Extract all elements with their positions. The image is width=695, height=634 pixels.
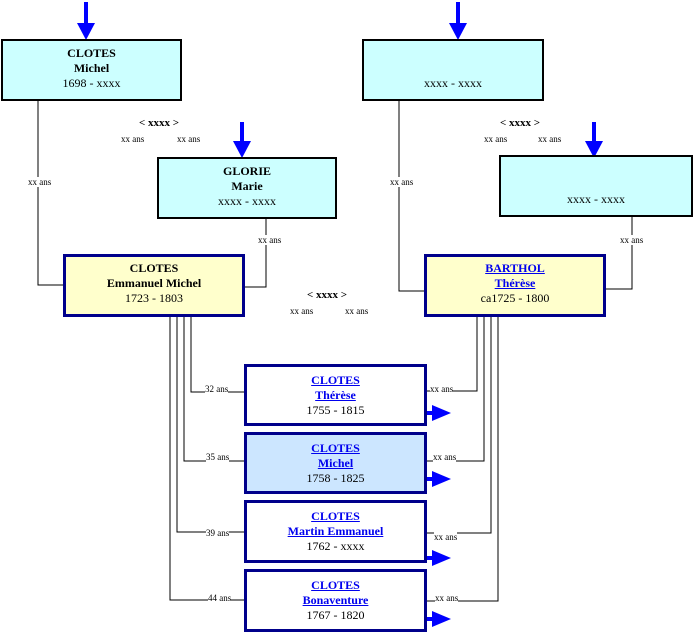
father-dates: 1723 - 1803	[125, 291, 183, 305]
connector-mother-child-1	[427, 316, 478, 392]
father-given: Emmanuel Michel	[106, 276, 202, 290]
paternal-grandmother-box: GLORIE Marie xxxx - xxxx	[157, 157, 337, 219]
connector-father-child-1	[190, 316, 245, 393]
maternal-grandmother-surname	[501, 162, 691, 177]
parents-marriage-age-husband: xx ans	[290, 306, 314, 316]
child-surname-link[interactable]: CLOTES	[311, 373, 360, 387]
child-dates: 1758 - 1825	[306, 471, 365, 485]
connector-paternal-grandmother	[245, 217, 267, 288]
paternal-grandfather-dates: 1698 - xxxx	[62, 76, 121, 90]
paternal-marriage-date: < xxxx >	[139, 117, 180, 129]
child-father-age-label: 35 ans	[206, 452, 230, 462]
child-surname-link[interactable]: CLOTES	[311, 441, 360, 455]
child-mother-age-label: xx ans	[433, 452, 457, 462]
connector-maternal-grandmother	[606, 216, 633, 290]
parents-marriage-date: < xxxx >	[307, 289, 348, 301]
child-dates: 1755 - 1815	[306, 403, 365, 417]
arrow-right-icon	[425, 550, 451, 566]
child-mother-age-label: xx ans	[430, 384, 454, 394]
paternal-grandfather-given: Michel	[73, 61, 110, 75]
arrow-down-icon	[585, 122, 603, 158]
child-box[interactable]: CLOTES Thérèse 1755 - 1815	[244, 364, 427, 426]
maternal-grandfather-given	[364, 61, 542, 76]
father-box: CLOTES Emmanuel Michel 1723 - 1803	[63, 254, 245, 317]
paternal-grandmother-given: Marie	[231, 179, 263, 193]
child-father-age-label: 39 ans	[206, 528, 230, 538]
child-dates: 1767 - 1820	[306, 608, 365, 622]
maternal-marriage-date: < xxxx >	[500, 117, 541, 129]
maternal-grandmother-given	[501, 177, 691, 192]
maternal-grandmother-age-label: xx ans	[620, 235, 644, 245]
maternal-grandfather-dates: xxxx - xxxx	[424, 76, 482, 90]
paternal-grandfather-box: CLOTES Michel 1698 - xxxx	[1, 39, 182, 101]
connector-paternal-grandfather	[37, 100, 64, 286]
paternal-grandfather-surname: CLOTES	[67, 46, 116, 60]
maternal-grandfather-box: xxxx - xxxx	[362, 39, 544, 101]
paternal-grandmother-surname: GLORIE	[222, 164, 271, 178]
child-mother-age-label: xx ans	[435, 593, 459, 603]
child-given-link[interactable]: Bonaventure	[302, 593, 369, 607]
arrow-right-icon	[425, 405, 451, 421]
child-given-link[interactable]: Thérèse	[315, 388, 356, 402]
child-father-age-label: 32 ans	[205, 384, 229, 394]
arrow-down-icon	[77, 2, 95, 40]
maternal-marriage-age-wife: xx ans	[538, 134, 562, 144]
child-box[interactable]: CLOTES Martin Emmanuel 1762 - xxxx	[244, 500, 427, 563]
maternal-grandmother-dates: xxxx - xxxx	[567, 192, 625, 206]
maternal-marriage-age-husband: xx ans	[484, 134, 508, 144]
mother-dates: ca1725 - 1800	[480, 291, 550, 305]
paternal-marriage-age-wife: xx ans	[177, 134, 201, 144]
maternal-grandfather-surname	[364, 46, 542, 61]
paternal-grandmother-age-label: xx ans	[258, 235, 282, 245]
connector-maternal-grandfather	[398, 100, 425, 292]
connector-father-child-3	[176, 316, 245, 533]
paternal-marriage-age-husband: xx ans	[121, 134, 145, 144]
connector-mother-child-3	[427, 316, 492, 534]
child-given-link[interactable]: Michel	[317, 456, 354, 470]
child-surname-link[interactable]: CLOTES	[311, 509, 360, 523]
arrow-right-icon	[425, 611, 451, 627]
arrow-down-icon	[449, 2, 467, 40]
paternal-grandmother-dates: xxxx - xxxx	[218, 194, 276, 208]
child-mother-age-label: xx ans	[434, 532, 458, 542]
child-arrows	[425, 405, 451, 627]
arrow-down-icon	[233, 122, 251, 158]
father-surname: CLOTES	[129, 261, 179, 275]
mother-box[interactable]: BARTHOL Thérèse ca1725 - 1800	[424, 254, 606, 317]
down-arrows	[77, 2, 603, 158]
parents-marriage-age-wife: xx ans	[345, 306, 369, 316]
child-box-selected[interactable]: CLOTES Michel 1758 - 1825	[244, 432, 427, 494]
mother-surname-link[interactable]: BARTHOL	[485, 261, 545, 275]
mother-given-link[interactable]: Thérèse	[494, 276, 536, 290]
child-given-link[interactable]: Martin Emmanuel	[287, 524, 384, 538]
child-surname-link[interactable]: CLOTES	[311, 578, 360, 592]
child-dates: 1762 - xxxx	[306, 539, 365, 553]
child-father-age-label: 44 ans	[208, 593, 232, 603]
paternal-grandfather-age-label: xx ans	[28, 177, 52, 187]
arrow-right-icon	[425, 471, 451, 487]
maternal-grandfather-age-label: xx ans	[390, 177, 414, 187]
maternal-grandmother-box: xxxx - xxxx	[499, 155, 693, 217]
child-box[interactable]: CLOTES Bonaventure 1767 - 1820	[244, 569, 427, 632]
